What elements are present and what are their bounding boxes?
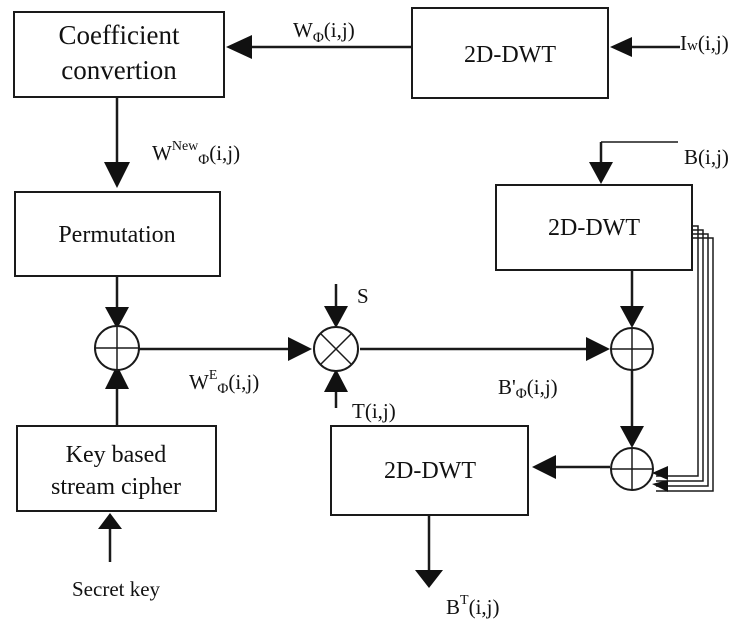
multiply-operator [313, 326, 359, 372]
xor-left-operator [94, 325, 140, 371]
dwt-right-label: 2D-DWT [548, 215, 640, 241]
perm-to-xor-arrowhead [105, 307, 129, 329]
permutation-block: Permutation [14, 191, 221, 277]
w-new-arrowhead [104, 162, 130, 188]
key-cipher-label-line2: stream cipher [51, 474, 181, 500]
dwt-right-to-add-arrowhead [620, 306, 644, 328]
s-arrowhead [324, 306, 348, 328]
multi-line-bus [652, 225, 714, 492]
key-cipher-block: Key based stream cipher [16, 425, 217, 512]
add-right-operator [610, 327, 654, 371]
secret-key-label: Secret key [72, 577, 161, 601]
b-label: B(i,j) [684, 145, 729, 169]
dwt-top-block: 2D-DWT [411, 7, 609, 99]
iw-label: Iw(i,j) [680, 31, 729, 55]
b-input-arrowhead [589, 162, 613, 184]
dwt-top-label: 2D-DWT [464, 42, 556, 68]
coefficient-conversion-label-line1: Coefficient [59, 20, 180, 50]
t-label: T(i,j) [352, 399, 396, 423]
w-new-label: WNewΦ(i,j) [152, 139, 240, 168]
b-t-label: BT(i,j) [446, 593, 499, 619]
w-phi-arrowhead [226, 35, 252, 59]
b-prime-label: B'Φ(i,j) [498, 375, 558, 402]
w-e-label: WEΦ(i,j) [189, 368, 259, 397]
iw-arrowhead [610, 37, 632, 57]
coefficient-conversion-block: Coefficient convertion [13, 11, 225, 98]
coefficient-conversion-label-line2: convertion [61, 55, 177, 85]
dwt-right-block: 2D-DWT [495, 184, 693, 271]
add-bottom-to-dwt-arrowhead [532, 455, 556, 479]
add-bottom-operator [610, 447, 654, 491]
dwt-bottom-label: 2D-DWT [384, 458, 476, 484]
bt-output-arrowhead [415, 570, 443, 588]
w-phi-label: WΦ(i,j) [293, 18, 355, 46]
permutation-label: Permutation [58, 222, 175, 248]
key-cipher-label-line1: Key based [66, 442, 167, 468]
w-e-arrowhead [288, 337, 312, 361]
to-add-right-arrowhead [586, 337, 610, 361]
add-right-to-bottom-arrowhead [620, 426, 644, 448]
s-label: S [357, 284, 369, 308]
t-arrowhead [324, 369, 348, 392]
connections [98, 35, 714, 588]
cipher-to-xor-arrowhead [105, 365, 129, 389]
secret-key-arrowhead [98, 513, 122, 529]
dwt-bottom-block: 2D-DWT [330, 425, 529, 516]
